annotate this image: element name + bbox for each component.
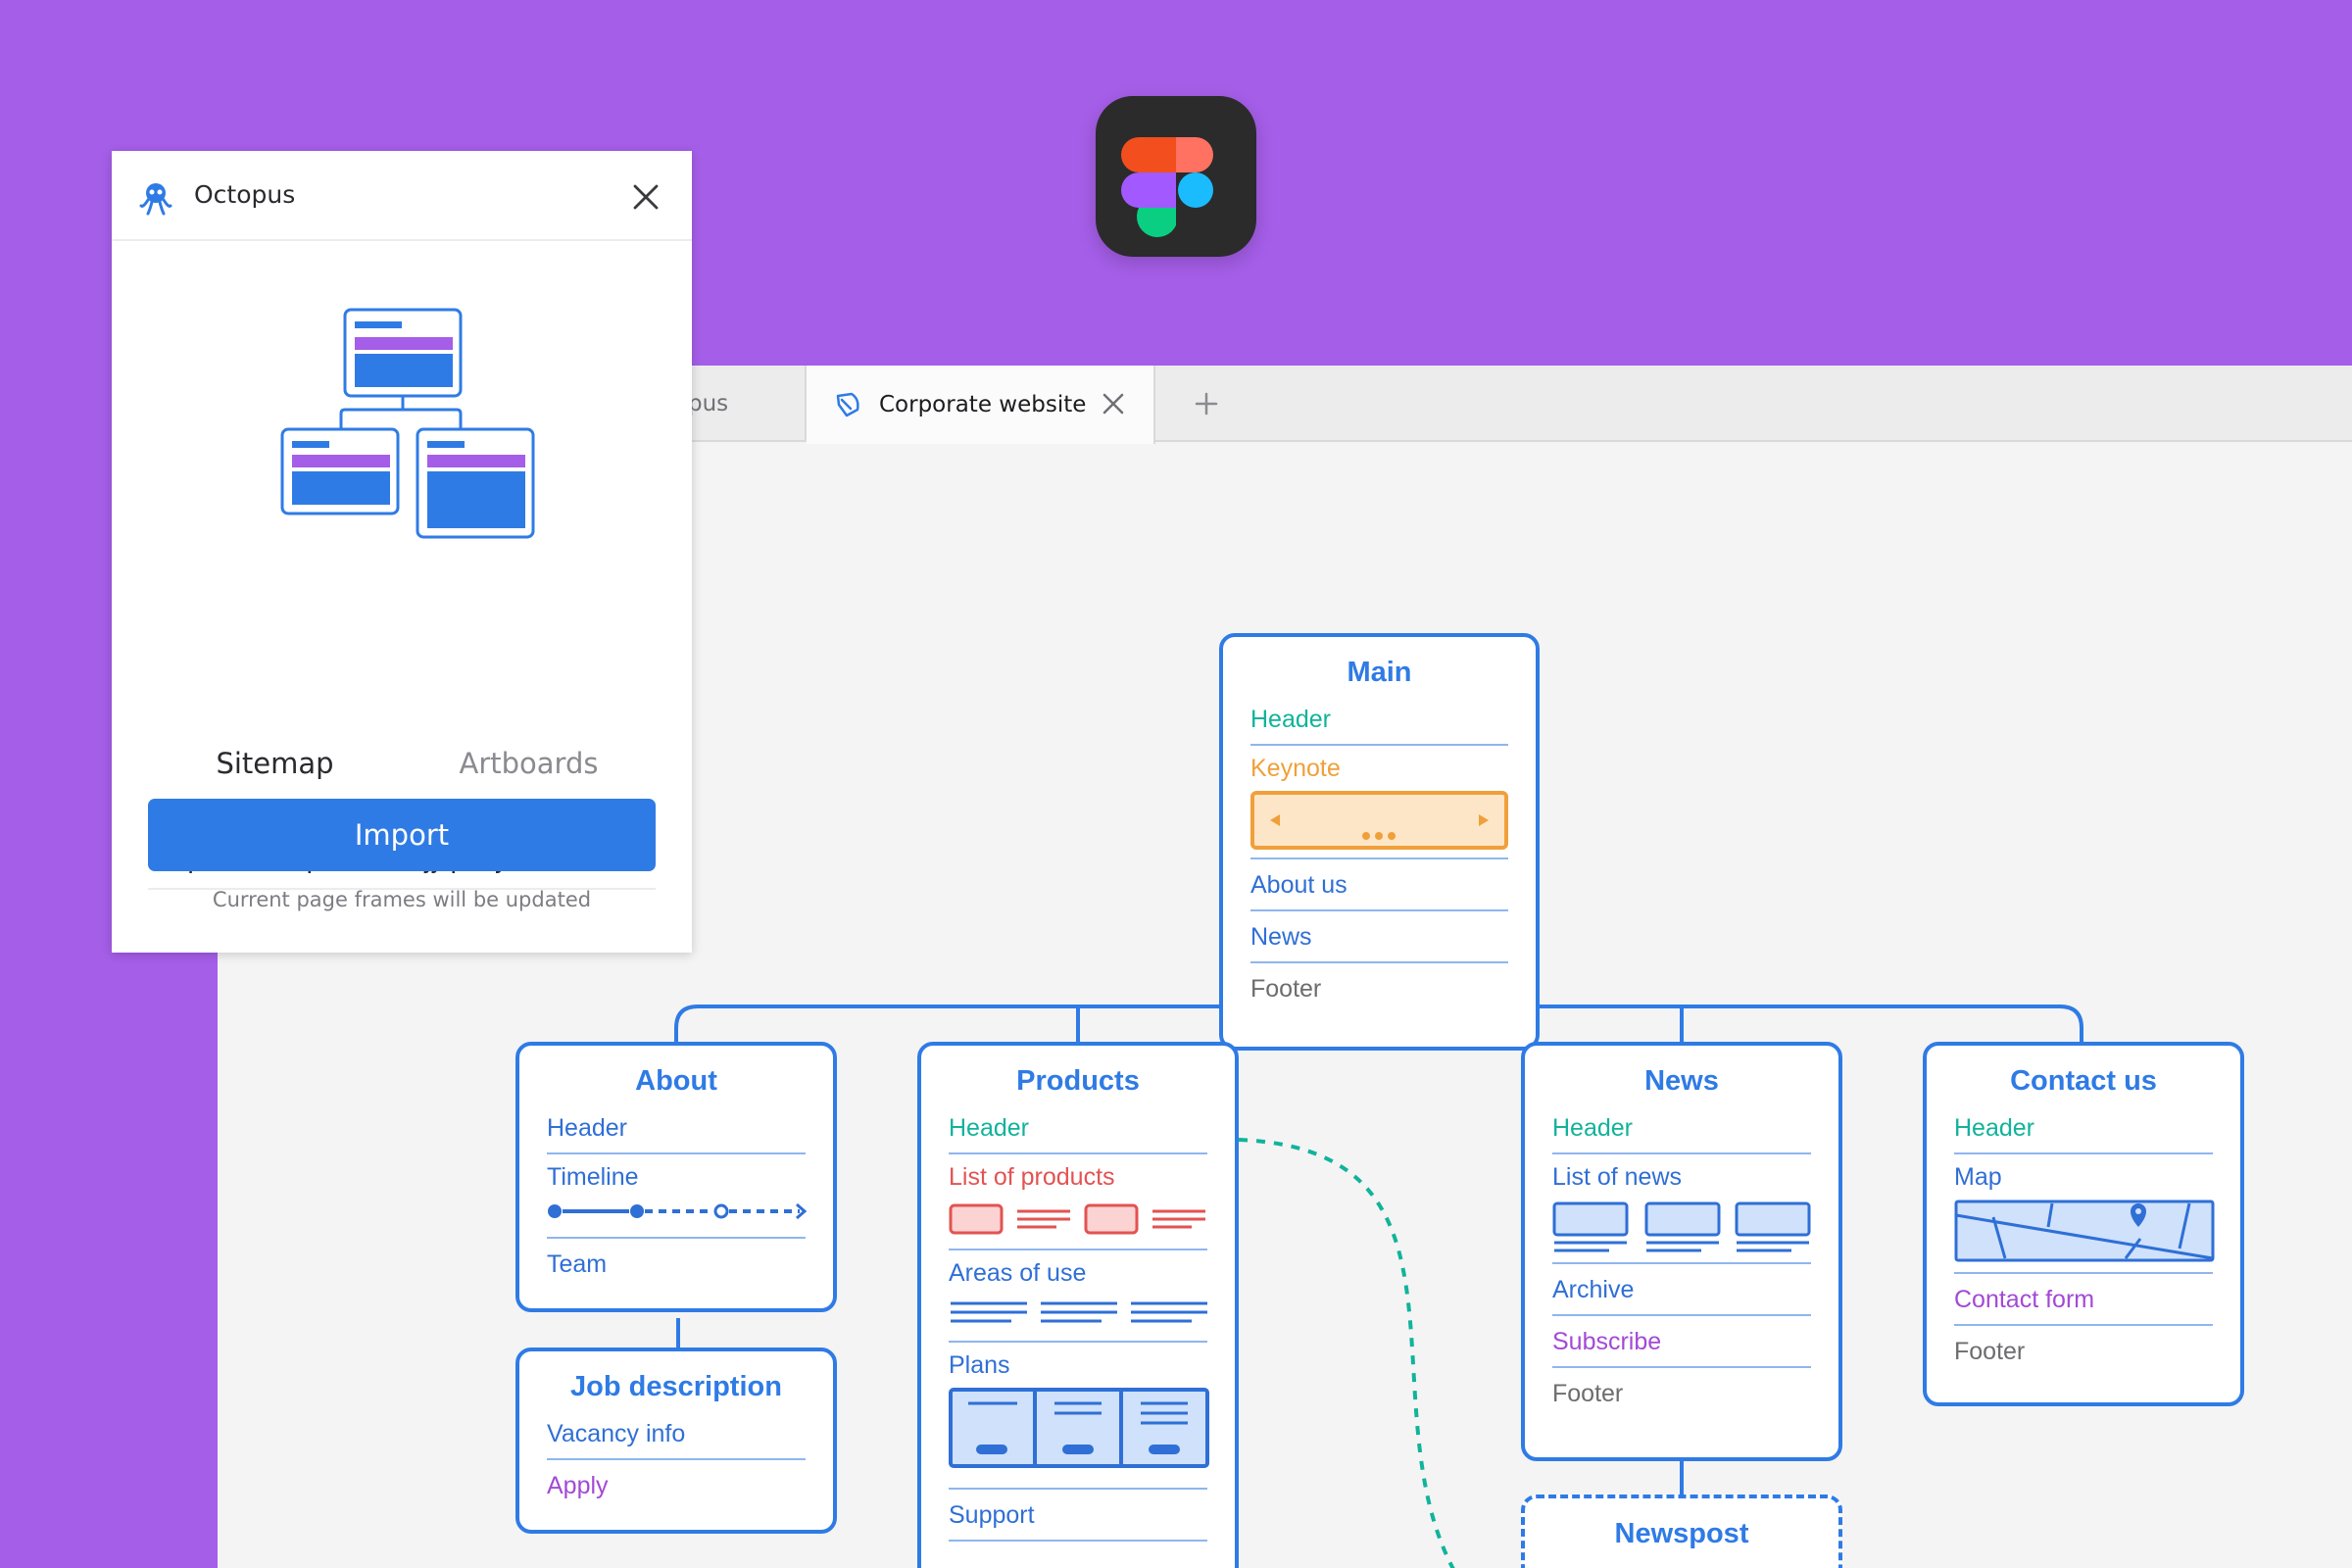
card-title: Newspost [1614, 1518, 1749, 1549]
card-row-subscribe: Subscribe [1552, 1316, 1811, 1368]
card-row-footer: Footer [1954, 1338, 2026, 1365]
timeline-widget [547, 1200, 808, 1239]
sitemap-card-job-description[interactable]: Job description Vacancy info Apply [515, 1348, 837, 1534]
card-row-keynote: Keynote [1250, 755, 1341, 782]
card-title: About [635, 1065, 717, 1097]
add-tab-button[interactable] [1177, 366, 1236, 442]
tab-octopus[interactable]: pus [218, 366, 807, 442]
card-title: Job description [570, 1371, 782, 1402]
import-button[interactable]: Import [148, 799, 656, 871]
card-row-footer: Footer [1552, 1380, 1624, 1407]
news-list-widget [1552, 1200, 1811, 1264]
card-row-archive: Archive [1552, 1264, 1811, 1316]
sitemap-card-contact-us[interactable]: Contact us Header Map Contact form Foote… [1923, 1042, 2244, 1406]
card-row-map: Map [1954, 1163, 2002, 1191]
tab-corporate-website[interactable]: Corporate website [807, 366, 1155, 444]
card-row-team: Team [547, 1250, 608, 1278]
keynote-slider-widget [1250, 791, 1508, 859]
sitemap-illustration [280, 308, 535, 539]
map-widget [1954, 1200, 2215, 1274]
card-row-header: Header [1250, 694, 1508, 746]
close-icon[interactable] [1101, 391, 1126, 422]
tab-corporate-website-label: Corporate website [879, 392, 1087, 417]
product-list-widget [949, 1200, 1207, 1250]
card-row-header: Header [949, 1102, 1207, 1154]
card-title: Main [1347, 657, 1412, 688]
editor-window: pus Corporate website [218, 366, 2352, 1568]
plus-icon [1195, 392, 1218, 416]
card-row-list-of-news: List of news [1552, 1163, 1683, 1191]
sitemap-card-news[interactable]: News Header List of news Archive Subscri… [1521, 1042, 1842, 1461]
card-row-support: Support [949, 1490, 1207, 1542]
tab-artboards[interactable]: Artboards [459, 747, 599, 780]
panel-header: Octopus [112, 151, 692, 241]
connector-dashed-link [1238, 1138, 1455, 1568]
sitemap-card-newspost[interactable]: Newspost [1521, 1494, 1842, 1568]
leaf-icon [834, 391, 861, 424]
card-row-news: News [1250, 911, 1508, 963]
card-title: News [1644, 1065, 1719, 1097]
card-title: Products [1016, 1065, 1140, 1097]
card-row-header: Header [1552, 1102, 1811, 1154]
panel-title: Octopus [194, 180, 296, 209]
areas-of-use-widget [949, 1296, 1207, 1343]
card-row-apply: Apply [547, 1472, 609, 1499]
import-note: Current page frames will be updated [212, 888, 592, 911]
sitemap-card-products[interactable]: Products Header List of products Areas o… [917, 1042, 1239, 1568]
card-row-areas-of-use: Areas of use [949, 1259, 1087, 1287]
plans-widget [949, 1388, 1209, 1490]
octopus-plugin-panel: Octopus Sitemap Artboards Import Current… [112, 151, 692, 953]
sitemap-card-about[interactable]: About Header Timeline Team [515, 1042, 837, 1312]
card-row-vacancy-info: Vacancy info [547, 1408, 806, 1460]
card-row-header: Header [1954, 1102, 2213, 1154]
card-row-footer: Footer [1250, 975, 1322, 1003]
card-row-header: Header [547, 1102, 806, 1154]
sitemap-card-main[interactable]: Main Header Keynote About us News Footer [1219, 633, 1540, 1051]
figma-logo-icon [1121, 137, 1213, 238]
tab-octopus-label: pus [688, 391, 729, 416]
close-icon[interactable] [631, 182, 661, 216]
card-row-timeline: Timeline [547, 1163, 639, 1191]
card-title: Contact us [2010, 1065, 2157, 1097]
figma-app-icon [1096, 96, 1256, 257]
octopus-logo-icon [139, 180, 172, 220]
card-row-contact-form: Contact form [1954, 1274, 2213, 1326]
card-row-about-us: About us [1250, 859, 1508, 911]
sitemap-canvas: Main Header Keynote About us News Footer… [218, 444, 2352, 1568]
card-row-plans: Plans [949, 1351, 1010, 1379]
card-row-list-of-products: List of products [949, 1163, 1115, 1191]
